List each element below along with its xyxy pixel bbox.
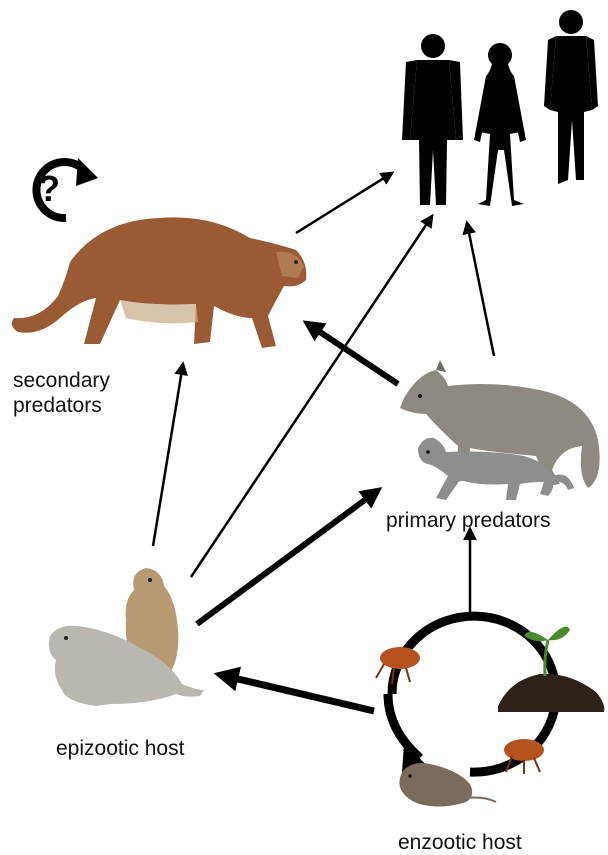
label-secondary-line1: secondary [13, 368, 110, 393]
cougar-icon [12, 217, 307, 348]
uncertain-cycle-icon: ? [36, 158, 98, 218]
arrow-enzootic-to-epizootic [221, 675, 374, 711]
prairie-dog-crouching-icon [49, 626, 204, 706]
humans-group [402, 10, 598, 206]
label-enzootic-host: enzootic host [398, 830, 522, 855]
label-secondary-line2: predators [13, 393, 110, 418]
human-man-left-icon [402, 34, 463, 205]
label-primary-predators: primary predators [386, 508, 551, 533]
arrow-epizootic-to-secondary [153, 364, 183, 546]
label-secondary-predators: secondary predators [13, 368, 110, 418]
question-mark-icon: ? [38, 168, 60, 209]
arrow-primary-to-humans [467, 223, 494, 356]
arrow-cougar-to-humans [296, 173, 392, 233]
arrow-epizootic-to-primary [197, 491, 377, 624]
human-woman-icon [474, 43, 526, 206]
human-man-right-icon [544, 10, 598, 184]
label-epizootic-host: epizootic host [56, 736, 184, 761]
